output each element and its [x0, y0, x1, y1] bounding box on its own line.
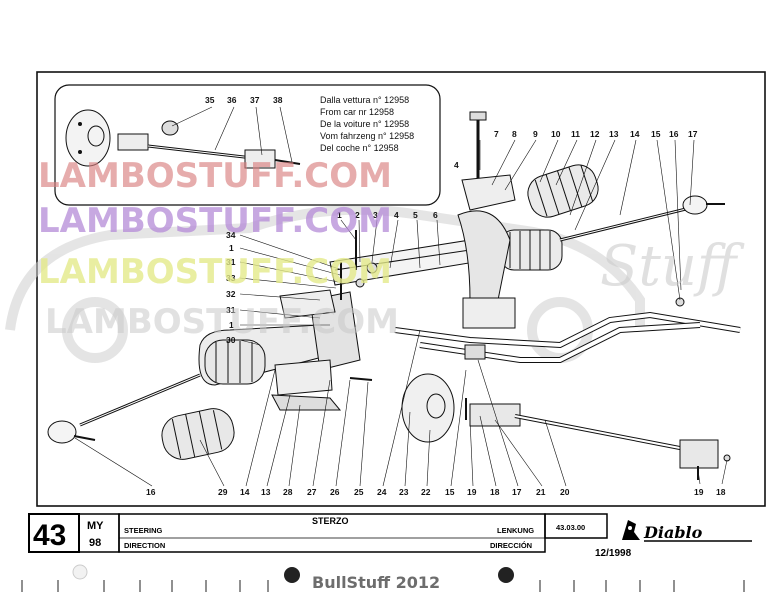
- binder-hole-right: [498, 567, 514, 583]
- callout-1-left-a: 1: [229, 243, 234, 253]
- callout-14: 14: [630, 129, 640, 139]
- callout-33: 33: [226, 273, 236, 283]
- callout-18-right: 18: [716, 487, 726, 497]
- callout-15-bottom: 15: [445, 487, 455, 497]
- callout-37: 37: [250, 95, 260, 105]
- callout-17-bottom: 17: [512, 487, 522, 497]
- callout-2: 2: [355, 210, 360, 220]
- hole-punch-mark: [72, 564, 88, 580]
- group-it: STERZO: [312, 516, 349, 526]
- callout-36: 36: [227, 95, 237, 105]
- callout-17-top: 17: [688, 129, 698, 139]
- front-bellows-boot: [204, 339, 266, 385]
- callout-31-b: 31: [226, 305, 236, 315]
- callout-31-a: 31: [226, 257, 236, 267]
- brand-logo: Diablo: [643, 523, 703, 542]
- callout-13: 13: [609, 129, 619, 139]
- group-de: LENKUNG: [497, 526, 534, 535]
- watermark-text-yellow: LAMBOSTUFF.COM: [38, 252, 392, 292]
- callout-19-bottom: 19: [467, 487, 477, 497]
- spare-bellows-boot-upper: [527, 164, 599, 218]
- callout-16-bottom: 16: [146, 487, 156, 497]
- watermark-text-red: LAMBOSTUFF.COM: [38, 156, 392, 196]
- reference-code: 43.03.00: [556, 523, 585, 532]
- callout-7: 7: [494, 129, 499, 139]
- group-fr: DIRECTION: [124, 541, 165, 550]
- bull-logo-icon: [622, 520, 640, 540]
- rear-bellows-boot: [499, 229, 563, 271]
- callout-12: 12: [590, 129, 600, 139]
- watermark-script: Stuff: [600, 234, 745, 299]
- callout-29: 29: [218, 487, 228, 497]
- callout-18-bottom: 18: [490, 487, 500, 497]
- inset-note-es: Del coche n° 12958: [320, 143, 399, 153]
- callout-15-top: 15: [651, 129, 661, 139]
- callout-13-bottom: 13: [261, 487, 271, 497]
- callout-38: 38: [273, 95, 283, 105]
- watermark-text-purple: LAMBOSTUFF.COM: [38, 201, 392, 241]
- footer-watermark: BullStuff 2012: [312, 573, 440, 592]
- title-block: 43 MY 98 STEERING DIRECTION STERZO LENKU…: [28, 513, 752, 559]
- callout-23: 23: [399, 487, 409, 497]
- group-en: STEERING: [124, 526, 163, 535]
- callout-leaders: [74, 139, 728, 487]
- model-code: MY: [87, 520, 104, 532]
- callout-19-right: 19: [694, 487, 704, 497]
- binder-hole-left: [284, 567, 300, 583]
- callout-6: 6: [433, 210, 438, 220]
- callout-1: 1: [337, 210, 342, 220]
- callout-4: 4: [394, 210, 399, 220]
- bottom-ruler: [21, 580, 745, 592]
- inset-note-it: Dalla vettura n° 12958: [320, 95, 409, 105]
- watermark-text-gray: LAMBOSTUFF.COM: [45, 302, 399, 342]
- callout-1-left-b: 1: [229, 320, 234, 330]
- callout-4-upper: 4: [454, 160, 459, 170]
- callout-22: 22: [421, 487, 431, 497]
- callout-32: 32: [226, 289, 236, 299]
- callout-25: 25: [354, 487, 364, 497]
- model-year: 98: [89, 537, 101, 549]
- steering-assembly: [47, 111, 741, 480]
- callout-9: 9: [533, 129, 538, 139]
- callout-21: 21: [536, 487, 546, 497]
- inset-note-de: Vom fahrzeng n° 12958: [320, 131, 414, 141]
- group-es: DIRECCIÓN: [490, 541, 532, 550]
- callout-16-top: 16: [669, 129, 679, 139]
- callout-30: 30: [226, 335, 236, 345]
- callout-8: 8: [512, 129, 517, 139]
- table-number: 43: [33, 519, 66, 552]
- spare-bellows-boot-lower: [161, 408, 235, 460]
- inset-note-fr: De la voiture n° 12958: [320, 119, 409, 129]
- callout-14-bottom: 14: [240, 487, 250, 497]
- callout-26: 26: [330, 487, 340, 497]
- callout-35: 35: [205, 95, 215, 105]
- callout-5: 5: [413, 210, 418, 220]
- watermark-layer: LAMBOSTUFF.COM LAMBOSTUFF.COM LAMBOSTUFF…: [38, 156, 745, 342]
- issue-date: 12/1998: [595, 548, 632, 559]
- callout-28: 28: [283, 487, 293, 497]
- callout-numbers: 1 2 3 4 5 6 4 7 8 9 10 11 12 13 14 15 16…: [146, 129, 726, 497]
- callout-20: 20: [560, 487, 570, 497]
- callout-34: 34: [226, 230, 236, 240]
- callout-24: 24: [377, 487, 387, 497]
- inset-note-en: From car nr 12958: [320, 107, 394, 117]
- sheet-frame: [36, 71, 766, 507]
- inset-detail: 35 36 37 38 Dalla vettura n° 12958 From …: [54, 84, 441, 206]
- callout-27: 27: [307, 487, 317, 497]
- callout-11: 11: [571, 129, 580, 139]
- callout-10: 10: [551, 129, 561, 139]
- callout-3: 3: [373, 210, 378, 220]
